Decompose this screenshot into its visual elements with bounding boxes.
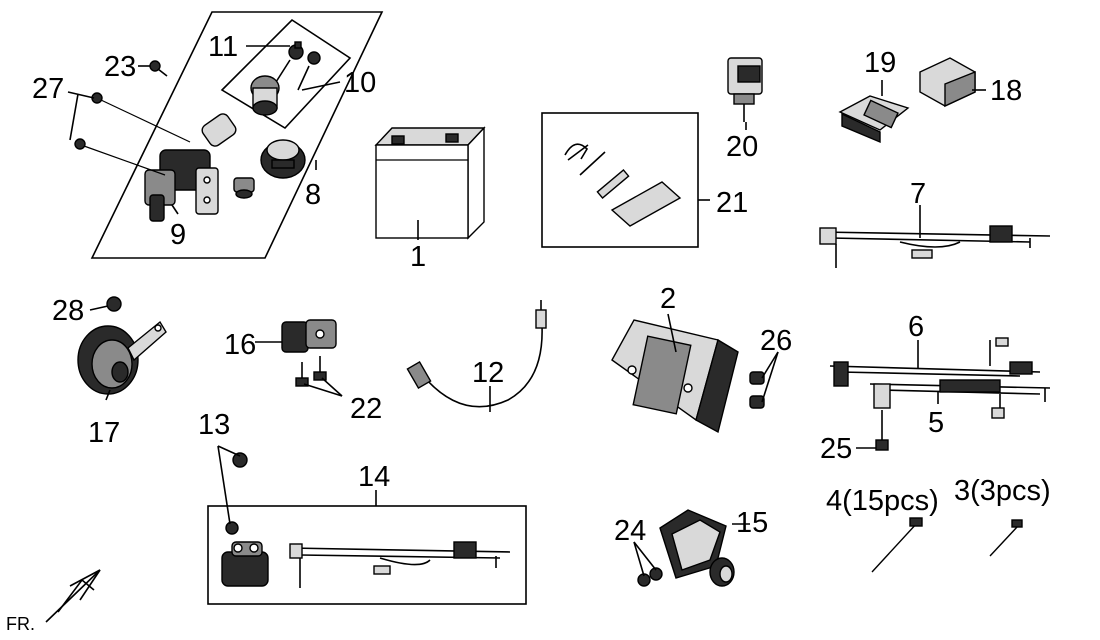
cap-part [260,139,306,179]
front-direction-label: FR. [6,614,35,634]
label-3: 3(3pcs) [954,475,1051,507]
regulator-part [611,319,739,434]
bolt-28 [106,296,122,312]
rubber-cover-part-18 [919,57,976,108]
harness-part-14 [289,541,511,588]
label-22: 22 [350,393,382,425]
relay-part [727,57,763,122]
cable-tie-part-4 [871,517,923,573]
key-set-frame [220,18,352,130]
screw-23 [149,60,168,77]
tool-kit-part [564,143,682,227]
ignition-switch-set-frame [90,11,384,259]
label-24: 24 [614,515,646,547]
label-17: 17 [88,417,120,449]
label-18: 18 [990,75,1022,107]
bolt-25 [875,410,889,451]
bolts-22 [295,356,327,387]
group-14-frame [207,505,527,605]
label-2: 2 [660,283,676,315]
cable-part-12 [406,300,547,408]
label-13: 13 [198,409,230,441]
screw-27b [74,138,86,150]
label-28: 28 [52,295,84,327]
label-14: 14 [358,461,390,493]
harness-part-5 [869,379,1051,419]
front-direction-arrow-icon [45,569,101,623]
starter-relay-part [221,541,269,587]
label-26: 26 [760,325,792,357]
harness-part-7 [819,225,1051,268]
small-lock-part [233,177,255,199]
screws-26 [749,371,765,409]
label-27: 27 [32,73,64,105]
label-25: 25 [820,433,852,465]
label-20: 20 [726,131,758,163]
label-4: 4(15pcs) [826,485,939,517]
label-10: 10 [344,67,376,99]
sensor-part-15 [659,509,735,587]
ignition-switch-part [144,113,237,222]
label-7: 7 [910,178,926,210]
label-12: 12 [472,357,504,389]
label-11: 11 [208,31,238,63]
label-8: 8 [305,179,321,211]
nuts-13 [225,452,248,535]
tool-kit-frame [541,112,699,248]
label-21: 21 [716,187,748,219]
label-5: 5 [928,407,944,439]
label-9: 9 [170,219,186,251]
leader-lines [67,45,986,577]
keys-part [275,41,321,91]
nuts-24 [637,567,663,587]
connector-part-19 [838,95,910,144]
label-15: 15 [736,507,768,539]
label-23: 23 [104,51,136,83]
battery-part [374,126,486,240]
lock-cylinder-part [250,75,280,116]
cable-tie-part-3 [989,519,1023,557]
label-1: 1 [410,241,426,273]
clamp-part-16 [281,319,337,353]
label-19: 19 [864,47,896,79]
harness-part-6 [829,337,1041,387]
label-6: 6 [908,311,924,343]
label-16: 16 [224,329,256,361]
horn-part [77,320,167,395]
